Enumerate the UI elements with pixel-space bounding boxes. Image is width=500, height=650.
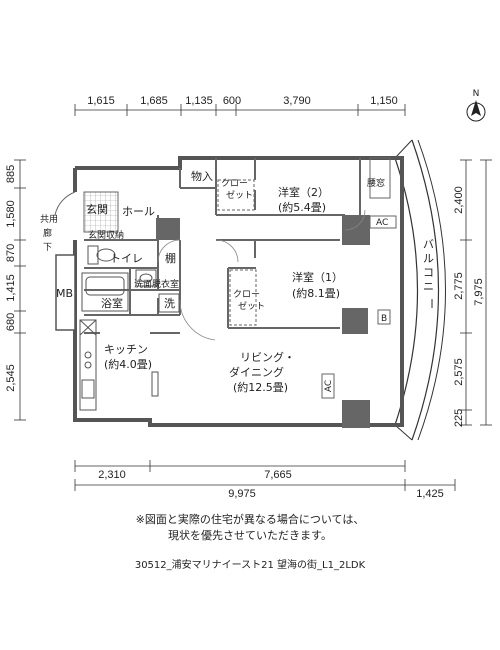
room-closet-lower-2: ゼット [238, 300, 265, 312]
balcony-label-3: コ [423, 266, 434, 279]
dim-bottom-3: 9,975 [228, 488, 256, 500]
dim-top-1: 1,615 [87, 95, 115, 107]
dim-left-2: 1,580 [5, 200, 17, 228]
kitchen-counter [79, 319, 97, 411]
right-dimension-line [460, 159, 492, 426]
dim-top-5: 3,790 [283, 95, 311, 107]
room-western2-area: (約5.4畳) [278, 200, 326, 214]
dim-top-6: 1,150 [370, 95, 398, 107]
closet-outlines [217, 179, 257, 326]
structural-columns [156, 215, 370, 428]
entrance-door-swing [54, 191, 76, 216]
dim-right-1: 2,400 [453, 186, 465, 214]
disclaimer-line-1: ※図面と実際の住宅が異なる場合については、 [135, 513, 365, 526]
dim-top-2: 1,685 [140, 95, 168, 107]
common-corridor-2: 廊 [43, 227, 52, 239]
door-swings [157, 209, 366, 341]
room-shelf: 棚 [165, 251, 176, 265]
balcony-label-4: ニ [423, 280, 434, 293]
room-living-area: (約12.5畳) [233, 380, 288, 394]
room-dining: ダイニング [229, 365, 284, 379]
dim-left-3: 870 [5, 244, 17, 262]
b-box [377, 309, 391, 325]
toilet-fixture [87, 245, 116, 265]
fridge-space [151, 371, 159, 397]
entrance-floor [83, 191, 119, 233]
room-closet-upper-1: クロー [221, 178, 248, 189]
dim-bottom-2: 7,665 [264, 469, 292, 481]
dim-bottom-4: 1,425 [416, 488, 444, 500]
shoe-storage-label: 玄関収納 [88, 229, 124, 241]
washer-space [158, 293, 180, 313]
bottom-dimension-line [74, 460, 456, 491]
dim-top-4: 600 [223, 95, 241, 107]
balcony-label-5: ー [425, 298, 438, 309]
dim-left-5: 680 [5, 313, 17, 331]
ac-upper-label: AC [376, 218, 388, 228]
dim-right-3: 2,575 [453, 358, 465, 386]
balcony-label-2: ル [423, 252, 434, 265]
bath-fixture [81, 272, 129, 312]
wash-label: 洗 [164, 297, 175, 310]
b-box-label: B [381, 314, 387, 324]
room-western2: 洋室（2） [278, 185, 329, 199]
room-living: リビング・ [240, 350, 295, 364]
footer-caption: 30512_浦安マリナイースト21 望海の街_L1_2LDK [134, 560, 366, 571]
compass-label: N [473, 89, 480, 99]
window-box [369, 157, 391, 199]
top-dimension-line [74, 104, 406, 116]
dim-left-1: 885 [5, 165, 17, 183]
balcony [394, 139, 446, 441]
ac-unit-lower [321, 373, 335, 399]
room-toilet: トイレ [110, 252, 143, 265]
disclaimer-line-2: 現状を優先させていただきます。 [168, 529, 332, 542]
room-kitchen-area: (約4.0畳) [104, 357, 152, 371]
dim-top-3: 1,135 [185, 95, 213, 107]
mb-label: MB [56, 287, 73, 300]
dim-right-total: 7,975 [473, 278, 485, 306]
room-washroom: 洗面脱衣室 [134, 278, 179, 290]
room-entrance: 玄関 [86, 202, 108, 216]
room-storage: 物入 [191, 169, 213, 183]
mb-box [55, 254, 76, 331]
dim-right-4: 225 [453, 409, 465, 427]
dim-right-2: 2,775 [453, 272, 465, 300]
window-vent-label: 腰窓 [367, 177, 385, 189]
ac-unit-upper [369, 215, 397, 229]
room-bath: 浴室 [101, 296, 123, 310]
balcony-label-1: バ [423, 238, 434, 251]
room-western1-area: (約8.1畳) [292, 286, 340, 300]
north-compass-icon [466, 100, 486, 122]
room-western1: 洋室（1） [292, 270, 343, 284]
left-dimension-line [14, 159, 26, 421]
room-kitchen: キッチン [104, 343, 148, 356]
common-corridor-3: 下 [43, 243, 52, 253]
room-hall: ホール [122, 205, 155, 218]
room-closet-upper-2: ゼット [226, 189, 253, 201]
dim-left-6: 2,545 [5, 364, 17, 392]
common-corridor-1: 共用 [40, 214, 58, 225]
room-closet-lower-1: クロー [233, 289, 260, 300]
interior-walls [84, 158, 361, 334]
ac-lower-label: AC [324, 380, 334, 392]
washbasin-fixture [135, 269, 157, 287]
dim-bottom-1: 2,310 [98, 469, 126, 481]
dim-left-4: 1,415 [5, 274, 17, 302]
